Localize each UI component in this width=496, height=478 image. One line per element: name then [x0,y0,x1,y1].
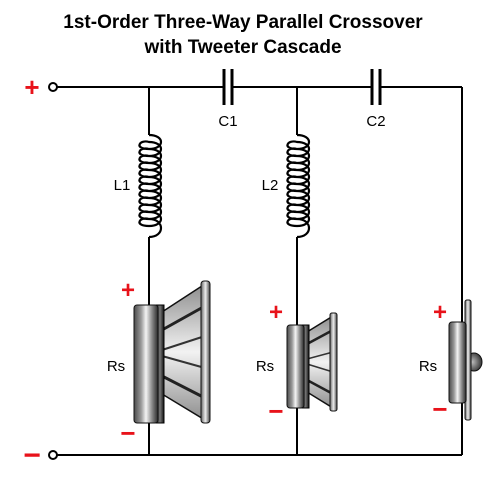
woofer-speaker [133,280,211,424]
title-line-2: with Tweeter Cascade [143,37,341,58]
midrange-plus-sign: + [269,299,283,326]
woofer-minus-sign: − [120,418,135,448]
tweeter-minus-sign: − [432,394,447,424]
capacitor-c1 [222,69,234,105]
midrange-speaker [286,312,338,412]
negative-terminal-sign: − [23,439,41,472]
woofer-label: Rs [107,358,125,375]
title-line-1: 1st-Order Three-Way Parallel Crossover [63,12,423,33]
inductor-l1 [138,133,163,239]
negative-terminal [48,450,58,460]
capacitor-c2-label: C2 [366,113,385,130]
inductor-l2 [286,133,311,239]
tweeter-plus-sign: + [433,299,447,326]
midrange-minus-sign: − [268,396,283,426]
positive-terminal [48,82,58,92]
circuit-wires [56,86,463,456]
tweeter-label: Rs [419,358,437,375]
capacitor-c2 [370,69,382,105]
midrange-label: Rs [256,358,274,375]
inductor-l2-label: L2 [262,177,279,194]
positive-terminal-sign: + [24,72,39,102]
capacitor-c1-label: C1 [218,113,237,130]
woofer-plus-sign: + [121,277,135,304]
inductor-l1-label: L1 [114,177,131,194]
tweeter-speaker [448,299,483,421]
